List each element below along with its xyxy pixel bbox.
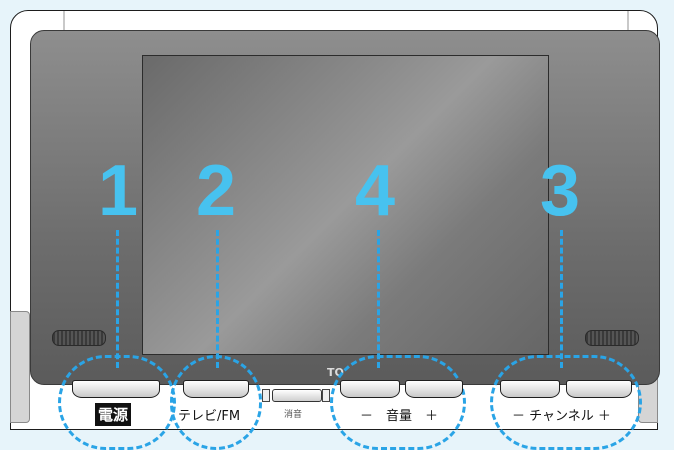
speaker-grille-right: [585, 330, 639, 346]
channel-buttons-highlight: [490, 355, 642, 450]
speaker-grille-left: [52, 330, 106, 346]
hinge-left: [63, 11, 65, 35]
leader-line-3: [560, 230, 563, 368]
callout-number-1: 1: [98, 151, 139, 231]
power-button[interactable]: [72, 380, 160, 398]
tvfm-button[interactable]: [183, 380, 249, 398]
mute-label: 消音: [284, 410, 303, 420]
channel-label: － チャンネル ＋: [512, 409, 611, 424]
volume-down-button[interactable]: [340, 380, 400, 398]
tvfm-label: テレビ/FM: [178, 409, 241, 424]
callout-number-2: 2: [196, 151, 237, 231]
tv-screen: [142, 55, 549, 355]
tvfm-button-highlight: [170, 355, 262, 450]
mute-button[interactable]: [272, 389, 322, 402]
volume-up-button[interactable]: [405, 380, 463, 398]
power-label: 電源: [95, 403, 132, 426]
mute-tick-right: [322, 389, 330, 402]
leader-line-4: [377, 230, 380, 368]
channel-up-button[interactable]: [566, 380, 632, 398]
callout-number-3: 3: [540, 151, 581, 231]
mute-tick-left: [262, 389, 270, 402]
leader-line-2: [216, 230, 219, 368]
volume-buttons-highlight: [330, 355, 466, 450]
hinge-right: [627, 11, 629, 35]
volume-label: － 音量 ＋: [360, 409, 439, 424]
side-tab-left: [10, 311, 30, 423]
leader-line-1: [116, 230, 119, 368]
channel-down-button[interactable]: [500, 380, 560, 398]
callout-number-4: 4: [355, 151, 396, 231]
